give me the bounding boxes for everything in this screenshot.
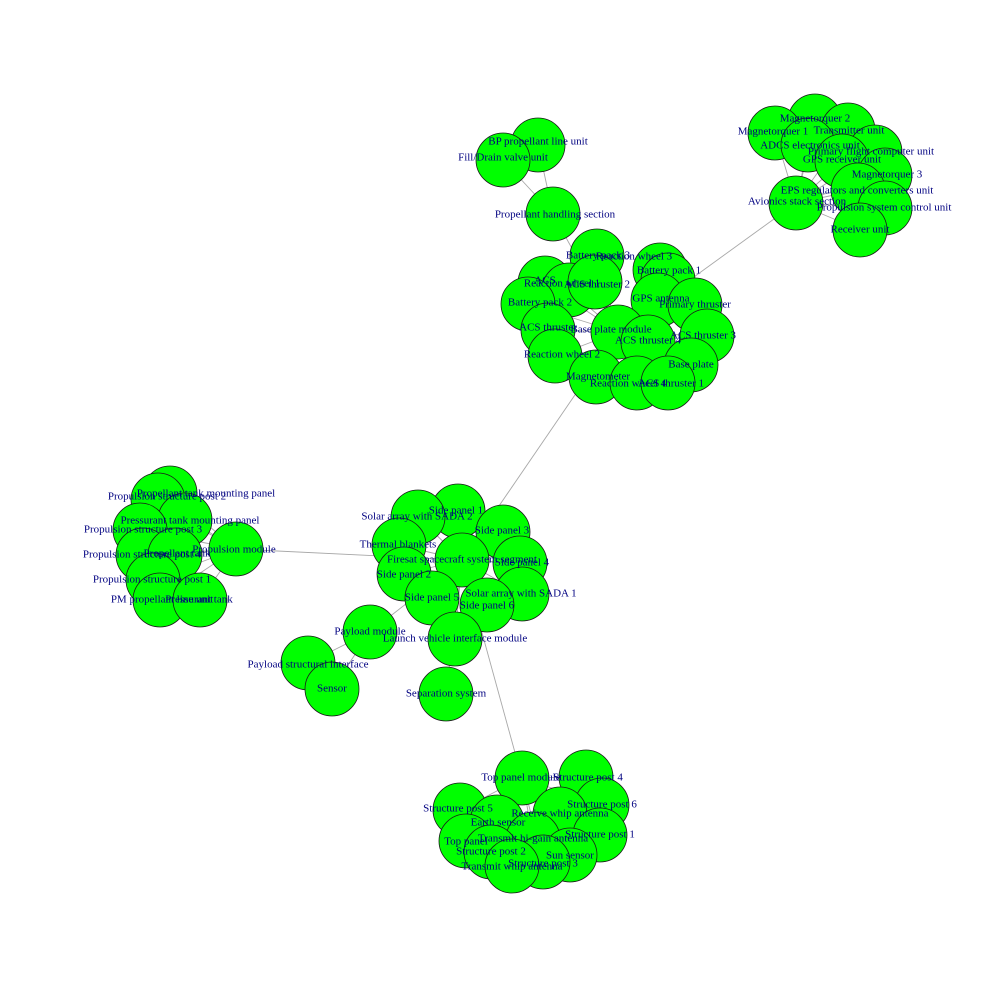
- node-label-eps: EPS regulators and converters unit: [781, 185, 934, 197]
- node-label-payload_module: Payload module: [334, 626, 405, 638]
- node-label-side2: Side panel 2: [377, 569, 431, 581]
- node-label-tx_whip: Transmit whip antenna: [461, 861, 562, 873]
- node-fill_valve: [475, 132, 531, 188]
- node-label-gps_rx: GPS receiver unit: [803, 154, 881, 166]
- node-label-battery2: Battery pack 2: [508, 297, 572, 309]
- node-label-ptm_panel: Propellant tank mounting panel: [137, 488, 275, 500]
- node-label-pss3: Propulsion structure post 3: [84, 524, 203, 536]
- node-label-payload_si: Payload structural interface: [248, 659, 369, 671]
- node-label-bpm: Base plate module: [570, 324, 651, 336]
- node-label-avionics: Avionics stack section: [748, 196, 847, 208]
- node-label-battery1: Battery pack 1: [637, 265, 701, 277]
- node-label-tx_hga: Transmit hi-gain antenna: [478, 833, 588, 845]
- node-prop_module: [208, 521, 264, 577]
- node-label-rw2: Reaction wheel 2: [524, 349, 600, 361]
- node-label-top_panel: Top panel: [444, 836, 488, 848]
- node-label-side3: Side panel 3: [475, 525, 530, 537]
- node-top_module: [494, 750, 550, 806]
- node-label-tx_unit: Transmitter unit: [814, 125, 885, 137]
- node-acs_thr2: [567, 254, 623, 310]
- node-separation: [418, 666, 474, 722]
- node-label-press_tank: Pressurant tank: [165, 594, 233, 606]
- node-label-acs_thr3: ACS thruster 3: [670, 330, 737, 342]
- node-label-acs_thr4: ACS thruster 4: [615, 335, 682, 347]
- node-label-sp1: Structure post 1: [565, 829, 635, 841]
- node-label-base_plate: Base plate: [668, 359, 714, 371]
- node-label-thermal: Thermal blankets: [360, 539, 437, 551]
- node-label-sun_sensor: Sun sensor: [546, 850, 594, 862]
- node-label-side5: Side panel 5: [405, 592, 460, 604]
- node-firesat: [434, 532, 490, 588]
- node-label-side6: Side panel 6: [460, 600, 515, 612]
- node-layer: [112, 93, 913, 894]
- node-label-magnetometer: Magnetometer: [566, 371, 630, 383]
- node-label-adcs: ADCS electronics unit: [760, 140, 860, 152]
- node-label-pm_line: PM propellant line unit: [111, 594, 213, 606]
- node-label-top_module: Top panel module: [481, 772, 560, 784]
- node-label-prop_tank: Propellant tank: [144, 548, 211, 560]
- node-label-sp4: Structure post 4: [553, 772, 623, 784]
- node-label-side1: Side panel 1: [429, 505, 483, 517]
- node-label-sada2: Solar array with SADA 2: [361, 511, 472, 523]
- node-rx_unit: [832, 202, 888, 258]
- node-label-firesat: Firesat spacecraft system segment: [387, 554, 537, 566]
- node-label-rw4: Reaction wheel 4: [590, 378, 667, 390]
- node-label-sp6: Structure post 6: [567, 799, 637, 811]
- node-avionics: [768, 175, 824, 231]
- node-label-bp_line: BP propellant line unit: [488, 136, 588, 148]
- node-label-separation: Separation system: [406, 688, 487, 700]
- node-label-sp5: Structure post 5: [423, 803, 493, 815]
- node-label-acs_r: ACS: [534, 275, 555, 287]
- node-label-prop_ctrl: Propulsion system control unit: [817, 202, 952, 214]
- node-label-battery3: Battery pack 3: [566, 250, 631, 262]
- node-prop_handling: [525, 186, 581, 242]
- node-sensor: [304, 661, 360, 717]
- node-label-acs_thr_a: ACS thruster: [519, 322, 577, 334]
- node-label-side4: Side panel 4: [495, 557, 550, 569]
- node-side6: [459, 577, 515, 633]
- node-label-sp2: Structure post 2: [456, 846, 526, 858]
- node-label-lvi: Launch vehicle interface module: [383, 633, 528, 645]
- node-label-mag1: Magnetorquer 1: [738, 126, 809, 138]
- node-label-acs_thr1: ACS thruster 1: [638, 378, 704, 390]
- node-label-primary_thr: Primary thruster: [659, 299, 731, 311]
- node-label-sada1: Solar array with SADA 1: [465, 588, 576, 600]
- node-label-rx_unit: Receiver unit: [831, 224, 890, 236]
- node-label-prop_module: Propulsion module: [192, 544, 276, 556]
- node-label-sensor: Sensor: [317, 683, 347, 695]
- node-label-acs_thr2: ACS thruster 2: [564, 279, 630, 291]
- node-label-rw1: Reaction wheel 1: [524, 278, 600, 290]
- node-label-pss2: Propulsion structure post 2: [108, 491, 226, 503]
- node-label-pss4: Propulsion structure post 4: [83, 549, 202, 561]
- node-label-fill_valve: Fill/Drain valve unit: [458, 152, 548, 164]
- node-press_tank: [172, 572, 228, 628]
- node-label-pfc: Primary flight computer unit: [808, 146, 934, 158]
- node-payload_module: [342, 604, 398, 660]
- node-label-prop_handling: Propellant handling section: [495, 209, 616, 221]
- node-label-rx_whip: Receive whip antenna: [511, 808, 608, 820]
- node-lvi: [427, 611, 483, 667]
- node-acs_thr1: [640, 355, 696, 411]
- node-label-rw3: Reaction wheel 3: [596, 251, 673, 263]
- node-label-pss1: Propulsion structure post 1: [93, 574, 211, 586]
- node-label-mag3: Magnetorquer 3: [852, 169, 923, 181]
- node-tx_whip: [484, 838, 540, 894]
- node-label-earth_sensor: Earth sensor: [471, 817, 526, 829]
- node-label-gps: GPS antenna: [632, 293, 689, 305]
- node-label-mag2: Magnetorquer 2: [780, 113, 851, 125]
- node-label-prtm_panel: Pressurant tank mounting panel: [120, 515, 259, 527]
- node-label-sp3: Structure post 3: [508, 858, 578, 870]
